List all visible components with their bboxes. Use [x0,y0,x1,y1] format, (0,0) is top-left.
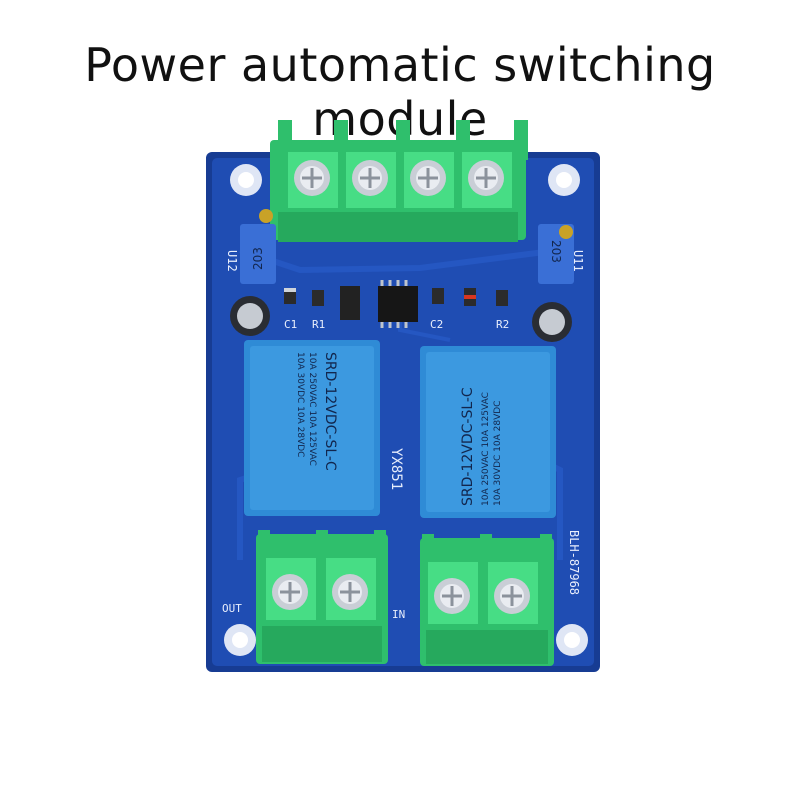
mounting-hole-bottom-right [556,624,588,656]
ic-chip [378,280,418,328]
terminal-block-top [270,120,528,242]
label-board-id: YX851 [388,448,404,490]
potentiometer-code: 203 [251,247,265,270]
label-u12: U12 [225,250,239,272]
label-out: OUT [222,602,242,615]
terminal-screw [488,562,538,624]
relay-rating-2: 10A 30VDC 10A 28VDC [493,401,503,506]
label-part-no: BLH-87968 [567,530,581,595]
mounting-hole-top-left [230,164,262,196]
terminal-screw [326,558,376,620]
relay-rating-1: 10A 250VAC 10A 125VAC [481,392,491,506]
terminal-block-bottom-left [256,530,388,664]
page-title: Power automatic switching module [84,38,716,146]
label-r1: R1 [312,318,325,331]
mounting-hole-bottom-left [224,624,256,656]
potentiometer-right: 203 [538,224,574,284]
terminal-screw [266,558,316,620]
smd-components [284,286,508,320]
relay-left: SRD-12VDC-SL-C 10A 250VAC 10A 125VAC 10A… [244,340,380,516]
terminal-screw [346,152,396,208]
capacitor-right [532,302,572,342]
terminal-screw [462,152,512,208]
label-c1: C1 [284,318,297,331]
terminal-screw [288,152,338,208]
terminal-screw [404,152,454,208]
capacitor-left [230,296,270,336]
potentiometer-left: 203 [240,209,276,284]
mounting-hole-top-right [548,164,580,196]
relay-model: SRD-12VDC-SL-C [460,387,476,506]
label-in: IN [392,608,405,621]
label-c2: C2 [430,318,443,331]
label-u11: U11 [571,250,585,272]
relay-rating-2: 10A 30VDC 10A 28VDC [295,352,305,457]
terminal-screw [428,562,478,624]
potentiometer-code: 203 [549,240,563,263]
relay-rating-1: 10A 250VAC 10A 125VAC [307,352,317,466]
label-r2: R2 [496,318,509,331]
relay-model: SRD-12VDC-SL-C [322,352,338,471]
relay-right: SRD-12VDC-SL-C 10A 250VAC 10A 125VAC 10A… [420,346,556,518]
terminal-block-bottom-right [420,534,554,666]
